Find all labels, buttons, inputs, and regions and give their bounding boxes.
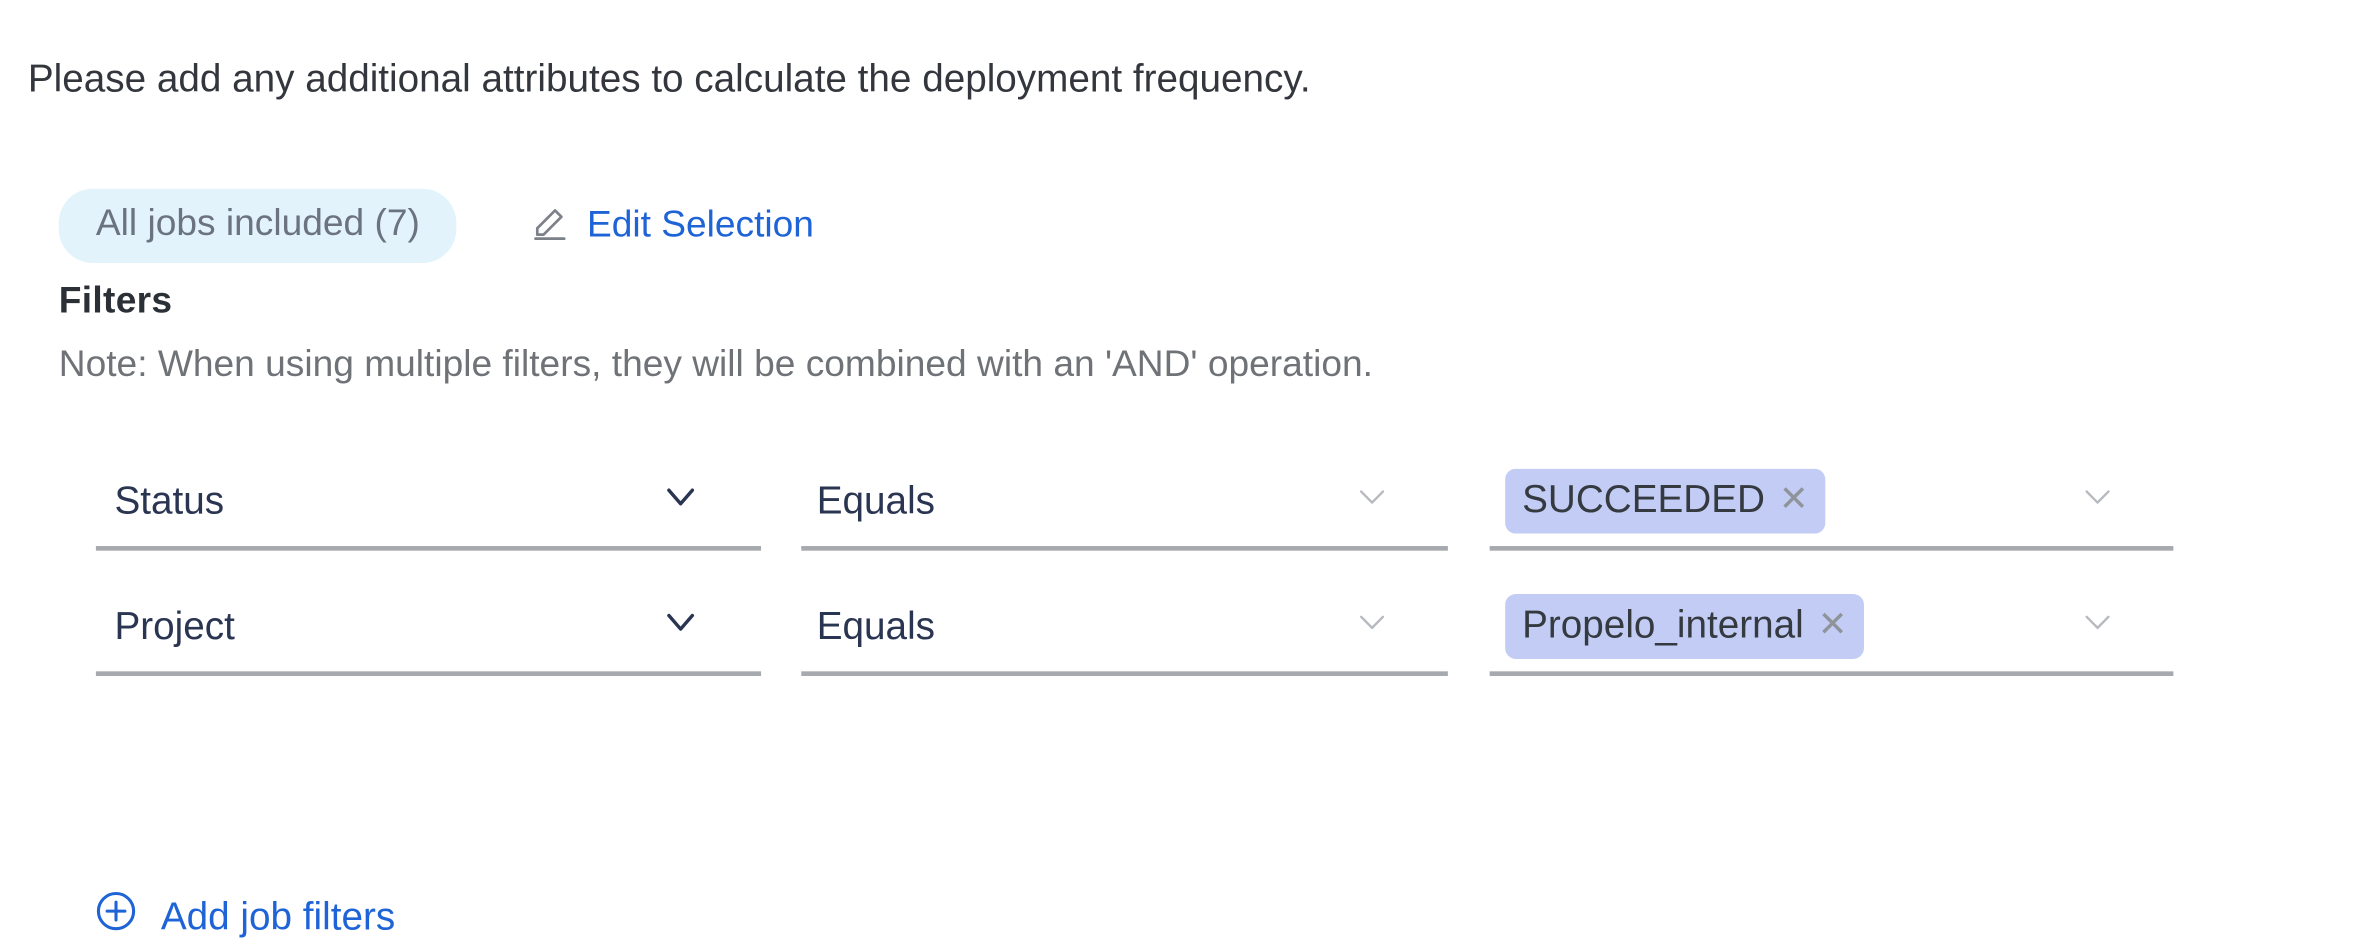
- close-icon[interactable]: ✕: [1778, 477, 1809, 519]
- filters-heading: Filters: [58, 279, 173, 322]
- chevron-down-icon: [1352, 476, 1392, 524]
- filter-value-chips: SUCCEEDED ✕: [1505, 467, 2077, 533]
- filter-value-select[interactable]: SUCCEEDED ✕: [1489, 455, 2174, 551]
- chevron-down-icon: [2077, 476, 2117, 524]
- page-root: Please add any additional attributes to …: [0, 57, 2376, 938]
- chevron-down-icon: [1352, 602, 1392, 650]
- filter-attribute-select[interactable]: Project: [95, 580, 762, 676]
- filter-attribute-value: Status: [114, 478, 225, 523]
- filter-operator-value: Equals: [816, 478, 936, 523]
- chevron-down-icon: [2077, 602, 2117, 650]
- filter-operator-select[interactable]: Equals: [801, 580, 1448, 676]
- filter-operator-select[interactable]: Equals: [801, 455, 1448, 551]
- add-job-filters-button[interactable]: Add job filters: [93, 888, 395, 945]
- plus-circle-icon: [93, 888, 139, 945]
- close-icon[interactable]: ✕: [1817, 603, 1848, 644]
- jobs-selection-row: All jobs included (7) Edit Selection: [58, 188, 814, 263]
- chevron-down-icon: [659, 475, 702, 526]
- filter-operator-value: Equals: [816, 604, 936, 648]
- edit-selection-button[interactable]: Edit Selection: [531, 200, 814, 251]
- add-job-filters-label: Add job filters: [160, 894, 396, 939]
- value-chip[interactable]: SUCCEEDED ✕: [1505, 467, 1826, 533]
- value-chip-label: Propelo_internal: [1522, 602, 1804, 646]
- filters-note: Note: When using multiple filters, they …: [58, 343, 1373, 386]
- filter-row: Project Equals Propelo_internal ✕: [0, 580, 2376, 701]
- all-jobs-included-badge[interactable]: All jobs included (7): [58, 188, 458, 263]
- edit-selection-label: Edit Selection: [586, 204, 814, 246]
- value-chip[interactable]: Propelo_internal ✕: [1505, 593, 1865, 659]
- pencil-icon: [531, 200, 571, 251]
- filter-attribute-value: Project: [114, 604, 235, 648]
- filter-value-select[interactable]: Propelo_internal ✕: [1489, 580, 2174, 676]
- filter-row: Status Equals SUCCEEDED ✕: [0, 455, 2376, 576]
- value-chip-label: SUCCEEDED: [1522, 477, 1765, 521]
- filter-value-chips: Propelo_internal ✕: [1505, 593, 2077, 659]
- page-description: Please add any additional attributes to …: [27, 57, 1311, 101]
- filter-attribute-select[interactable]: Status: [95, 455, 762, 551]
- chevron-down-icon: [659, 600, 702, 651]
